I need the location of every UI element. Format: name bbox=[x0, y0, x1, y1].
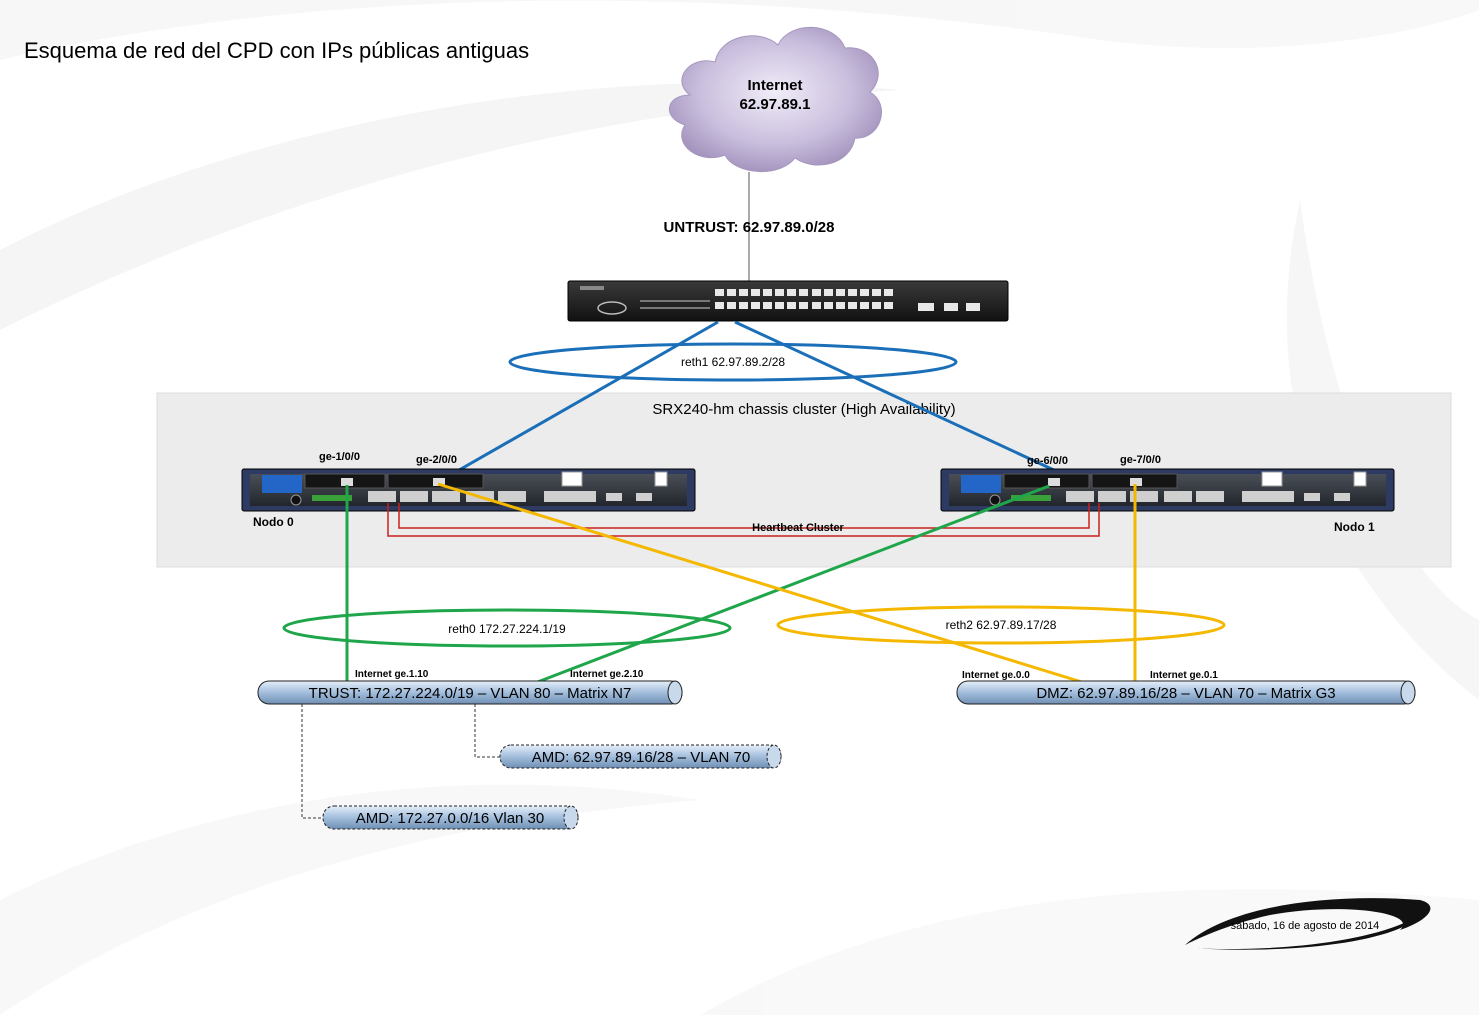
internet-label: Internet bbox=[747, 77, 802, 94]
interface-ge-2-10: Internet ge.2.10 bbox=[570, 669, 644, 680]
reth2-label: reth2 62.97.89.17/28 bbox=[946, 618, 1057, 632]
port-ge-7-0-0: ge-7/0/0 bbox=[1120, 454, 1161, 466]
link-switch-ge-7-0-0 bbox=[734, 320, 1113, 499]
srx-node-1 bbox=[940, 468, 1395, 512]
internet-cloud: Internet 62.97.89.1 bbox=[668, 26, 882, 172]
interface-ge-0-1: Internet ge.0.1 bbox=[1150, 670, 1218, 681]
reth1-group bbox=[508, 342, 958, 382]
amd-vlan30-pipe: AMD: 172.27.0.0/16 Vlan 30 bbox=[322, 805, 579, 830]
node-1-label: Nodo 1 bbox=[1334, 520, 1375, 534]
core-switch bbox=[567, 280, 1009, 322]
link-ge-6-0-0-trust bbox=[534, 484, 1050, 685]
link-switch-ge-2-0-0 bbox=[411, 320, 719, 499]
dmz-network-pipe: DMZ: 62.97.89.16/28 – VLAN 70 – Matrix G… bbox=[956, 680, 1416, 705]
interface-ge-1-10: Internet ge.1.10 bbox=[355, 669, 429, 680]
date-label: sábado, 16 de agosto de 2014 bbox=[1231, 920, 1380, 932]
untrust-label: UNTRUST: 62.97.89.0/28 bbox=[664, 219, 835, 236]
reth2-group bbox=[776, 605, 1226, 645]
amd-vlan30-label: AMD: 172.27.0.0/16 Vlan 30 bbox=[356, 810, 544, 827]
amd-vlan70-pipe: AMD: 62.97.89.16/28 – VLAN 70 bbox=[499, 744, 782, 769]
dmz-network-label: DMZ: 62.97.89.16/28 – VLAN 70 – Matrix G… bbox=[1036, 685, 1335, 702]
link-ge-2-0-0-dmz bbox=[437, 482, 1086, 685]
trust-network-pipe: TRUST: 172.27.224.0/19 – VLAN 80 – Matri… bbox=[257, 680, 683, 705]
port-ge-1-0-0: ge-1/0/0 bbox=[319, 451, 360, 463]
reth0-group bbox=[282, 608, 732, 648]
date-badge: sábado, 16 de agosto de 2014 bbox=[1185, 898, 1431, 950]
trust-network-label: TRUST: 172.27.224.0/19 – VLAN 80 – Matri… bbox=[309, 685, 632, 702]
amd-connectors bbox=[301, 704, 500, 819]
cluster-label: SRX240-hm chassis cluster (High Availabi… bbox=[652, 401, 955, 418]
port-ge-2-0-0: ge-2/0/0 bbox=[416, 454, 457, 466]
page-title: Esquema de red del CPD con IPs públicas … bbox=[24, 38, 529, 63]
node-0-label: Nodo 0 bbox=[253, 515, 294, 529]
port-ge-6-0-0: ge-6/0/0 bbox=[1027, 455, 1068, 467]
internet-ip: 62.97.89.1 bbox=[740, 96, 811, 113]
reth1-label: reth1 62.97.89.2/28 bbox=[681, 355, 785, 369]
heartbeat-link bbox=[387, 503, 1100, 537]
srx-node-0 bbox=[241, 468, 696, 512]
interface-ge-0-0: Internet ge.0.0 bbox=[962, 670, 1030, 681]
reth0-label: reth0 172.27.224.1/19 bbox=[448, 622, 566, 636]
amd-vlan70-label: AMD: 62.97.89.16/28 – VLAN 70 bbox=[532, 749, 750, 766]
heartbeat-label: Heartbeat Cluster bbox=[752, 522, 844, 534]
